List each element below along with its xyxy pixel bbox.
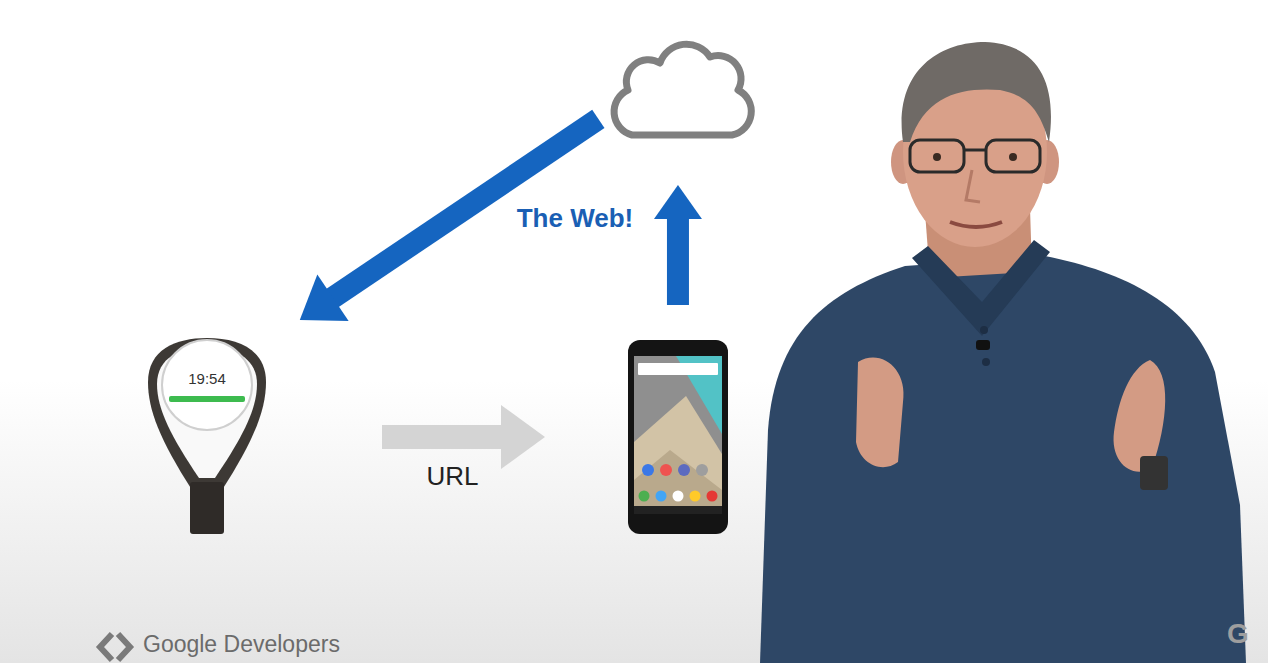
url-arrow [382, 405, 545, 469]
watch [1140, 456, 1168, 490]
glasses-bridge [964, 149, 986, 152]
presenter [760, 42, 1246, 663]
dock-icon [690, 491, 701, 502]
shirt [760, 256, 1246, 663]
logo-mark [100, 634, 130, 660]
app-icon [660, 464, 672, 476]
logo-chevron [100, 634, 112, 660]
app-icon [696, 464, 708, 476]
arrow-head [654, 185, 702, 219]
beacon-face [162, 340, 252, 430]
beacon-device: 19:54 [140, 320, 310, 540]
wallpaper-shape [634, 396, 722, 514]
eye [1009, 153, 1017, 161]
glasses [986, 140, 1040, 172]
arrow-head [300, 274, 349, 320]
status-bar [169, 396, 245, 402]
wallpaper-shape [634, 450, 722, 514]
phone-device [620, 330, 735, 540]
app-icon [642, 464, 654, 476]
dock-icon [707, 491, 718, 502]
app-icon [678, 464, 690, 476]
cloud-outline [614, 44, 751, 135]
eye [933, 153, 941, 161]
logo-chevron [118, 634, 130, 660]
dock-icon [639, 491, 650, 502]
hand [856, 357, 904, 467]
brand-name: Google Developers [143, 633, 340, 656]
arrow-head [501, 405, 545, 469]
glasses [910, 140, 964, 172]
edge-label: The Web! [517, 203, 634, 234]
dock-icon [673, 491, 684, 502]
collar [912, 240, 1050, 336]
cloud-shape [600, 35, 755, 150]
phone-body [628, 340, 728, 534]
beacon-loop [148, 338, 266, 490]
node-outline [600, 35, 755, 150]
brand-watermark: G [1227, 620, 1249, 648]
web-arrow [654, 185, 702, 305]
node-outline [140, 320, 310, 540]
arrow-shaft [382, 425, 505, 449]
nose [966, 170, 980, 202]
nav-bar [634, 506, 722, 514]
edge-label: URL [426, 460, 478, 491]
search-bar [638, 363, 718, 375]
button [982, 358, 990, 366]
mouth [950, 222, 1002, 227]
display-time: 19:54 [167, 370, 247, 388]
hand [1114, 360, 1166, 472]
phone-screen [634, 356, 722, 514]
phone-illustration [628, 340, 728, 534]
hair [902, 42, 1051, 142]
dock-icon [656, 491, 667, 502]
arrow-shaft [667, 216, 689, 305]
node-outline [620, 330, 735, 540]
microphone [976, 340, 990, 350]
button [980, 326, 988, 334]
beacon-stand [190, 482, 224, 534]
